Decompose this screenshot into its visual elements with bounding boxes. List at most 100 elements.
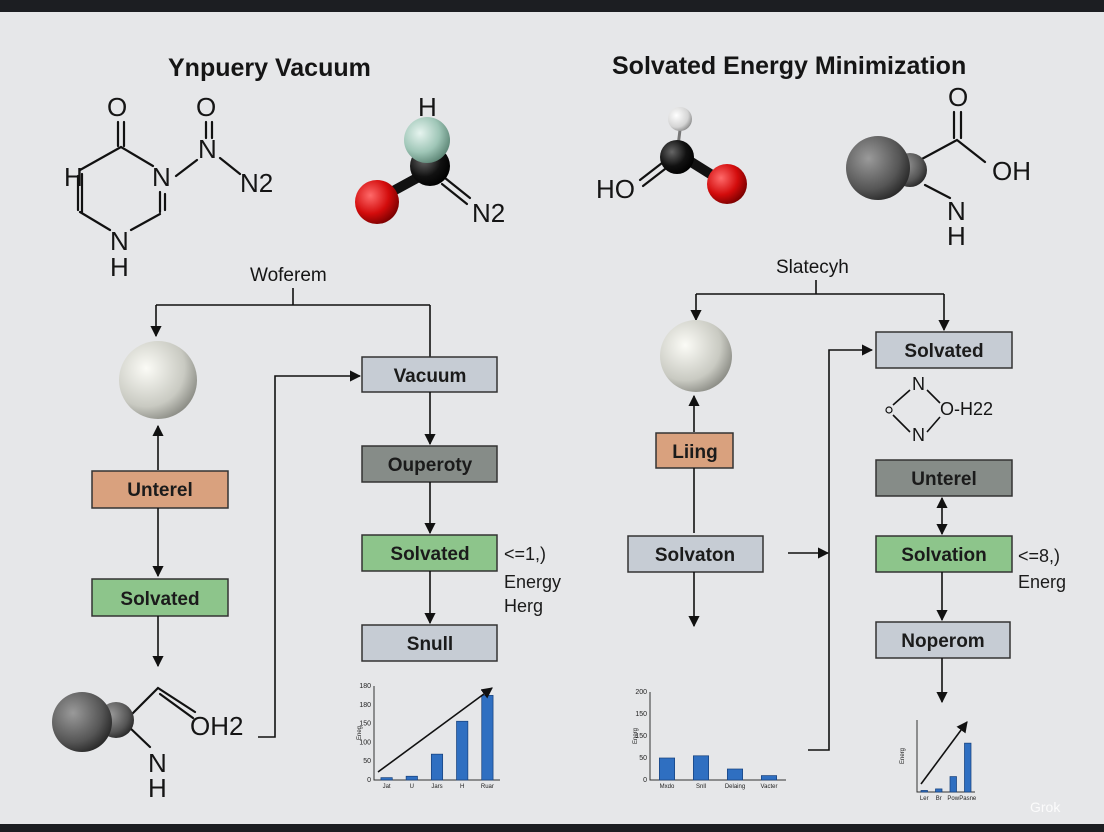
left-title: Ynpuery Vacuum [168, 54, 371, 82]
box-unterel-right [875, 459, 1013, 497]
atom-n: N [152, 162, 171, 192]
trend-arrow [920, 721, 968, 785]
x-tick-label: Delaing [725, 784, 745, 790]
left-split-label: Woferem [250, 265, 327, 286]
y-tick-label: 50 [363, 758, 371, 765]
right-title: Solvated Energy Minimization [612, 52, 966, 80]
x-tick-label: Ler [920, 796, 929, 802]
box-solvated-right [875, 331, 1013, 369]
bar [920, 790, 928, 793]
note-line-1: <=1,) [504, 544, 546, 564]
atom-h: H [64, 162, 83, 192]
box-unterel-label: Unterel [127, 480, 192, 501]
left-molecule-ring: O O H N N N2 N H [64, 92, 273, 282]
bar [380, 777, 393, 781]
atom-n2: N2 [472, 198, 505, 228]
atom-o: O [948, 82, 968, 112]
box-solvated [91, 578, 229, 617]
atom-h: H [148, 773, 167, 803]
x-tick-label: Pasne [959, 796, 977, 802]
note-line-3: Herg [504, 596, 543, 616]
y-tick-label: 180 [359, 702, 371, 709]
x-tick-label: Br [936, 796, 942, 802]
left-bottom-molecule: OH2 N H [52, 686, 243, 803]
box-vacuum-label: Vacuum [394, 366, 467, 387]
bar [964, 742, 972, 793]
left-molecule-3d: H N2 [355, 92, 505, 228]
atom-n: N [110, 226, 129, 256]
x-tick-label: Vacter [761, 784, 778, 790]
y-tick-label: 0 [643, 777, 647, 784]
bar [658, 757, 675, 781]
y-tick-label: 150 [635, 711, 647, 718]
atom-ho: HO [596, 174, 635, 204]
bar [430, 753, 444, 781]
y-axis-label: Energ [900, 748, 906, 764]
x-tick-label: Jars [431, 784, 442, 790]
x-tick-label: Mxdo [660, 784, 675, 790]
bar [760, 775, 777, 781]
note-right-1: <=8,) [1018, 546, 1060, 566]
x-tick-label: Jat [383, 784, 391, 790]
y-tick-label: 0 [367, 777, 371, 784]
y-tick-label: 50 [639, 755, 647, 762]
bar [935, 788, 943, 793]
box-solvated-right-label: Solvated [904, 341, 983, 362]
box-solvaton [627, 535, 764, 573]
bar [481, 695, 494, 781]
atom-n: N [148, 748, 167, 778]
box-snull-label: Snull [407, 634, 453, 655]
bar [949, 776, 957, 793]
atom-oh: O-H22 [940, 399, 993, 419]
box-solvation-label: Solvation [901, 545, 987, 566]
bar [456, 720, 469, 781]
box-snull [361, 624, 498, 662]
bar [692, 755, 709, 781]
atom-h: H [110, 252, 129, 282]
box-solvation [875, 535, 1013, 573]
y-tick-label: 150 [359, 721, 371, 728]
box-unterel [91, 470, 229, 509]
x-tick-label: H [460, 784, 464, 790]
right-molecule-3d: HO [596, 107, 747, 204]
atom-n: N [198, 134, 217, 164]
atom-h: H [418, 92, 437, 122]
white-sphere [119, 341, 197, 419]
atom-n2: N2 [240, 168, 273, 198]
box-noperom-label: Noperom [901, 631, 984, 652]
x-tick-label: Pow [947, 796, 959, 802]
atom-o: O [196, 92, 216, 122]
watermark: Grok [1030, 799, 1061, 815]
y-axis-label: Eneg [357, 726, 363, 740]
y-tick-label: 150 [635, 733, 647, 740]
slide-panel [0, 12, 1104, 824]
small-ring: N O-H22 N [885, 374, 993, 445]
y-tick-label: 200 [635, 689, 647, 696]
note-right-2: Energ [1018, 572, 1066, 592]
atom-h: H [947, 221, 966, 251]
atom-oh: OH [992, 156, 1031, 186]
box-ouperoty-label: Ouperoty [388, 455, 473, 476]
box-solvated-2-label: Solvated [390, 544, 469, 565]
y-axis-label: Energ [633, 728, 639, 744]
y-tick-label: 100 [359, 739, 371, 746]
note-line-2: Energy [504, 572, 561, 592]
atom-n: N [912, 425, 925, 445]
box-solvated-label: Solvated [120, 589, 199, 610]
x-tick-label: U [410, 784, 414, 790]
y-tick-label: 180 [359, 683, 371, 690]
atom-n: N [912, 374, 925, 394]
box-noperom [875, 621, 1011, 659]
box-liing-label: Liing [672, 442, 717, 463]
x-tick-label: Snll [696, 784, 706, 790]
bar [726, 768, 743, 781]
box-solvaton-label: Solvaton [655, 545, 735, 566]
box-vacuum [361, 356, 498, 393]
trend-arrow [377, 687, 493, 773]
atom-n: N [947, 196, 966, 226]
x-tick-label: Ruar [481, 784, 494, 790]
atom-o: O [107, 92, 127, 122]
